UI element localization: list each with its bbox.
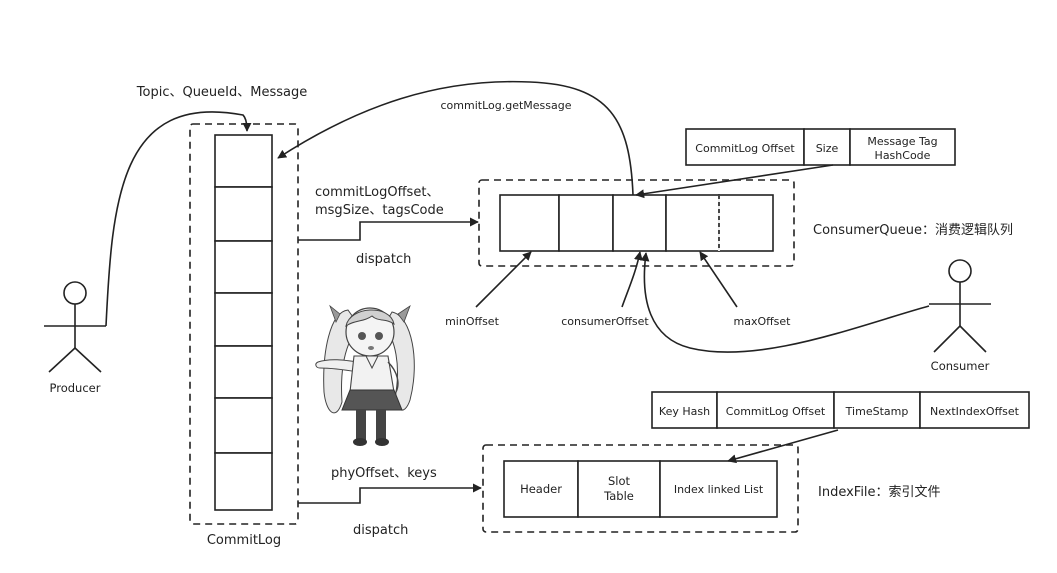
index-file-title: IndexFile：索引文件 (818, 485, 941, 500)
cq-dispatch-fields-line2: msgSize、tagsCode (315, 203, 444, 218)
get-message-label: commitLog.getMessage (441, 99, 572, 112)
index-file-section-label: Index linked List (674, 483, 764, 496)
get-message-arrow (277, 80, 634, 196)
producer-actor: Producer (44, 281, 106, 395)
consumer-offset-label: consumerOffset (561, 315, 649, 328)
index-entry-field-label: CommitLog Offset (726, 405, 826, 418)
cq-entry-field-label-line: Message Tag (867, 135, 937, 148)
cq-entry-to-slot-arrow (635, 164, 834, 199)
cq-slot (718, 194, 774, 252)
index-entry-field-label: Key Hash (659, 405, 710, 418)
index-file-header (503, 460, 579, 518)
index-file-linked-list (659, 460, 778, 518)
index-file: Header Slot Table Index linked List Inde… (482, 444, 941, 533)
max-offset-label: maxOffset (733, 315, 791, 328)
index-entry-next-index-offset (919, 391, 1030, 429)
index-entry-format: Key Hash CommitLog Offset TimeStamp Next… (651, 391, 1030, 429)
consumer-stick-figure-icon (929, 259, 991, 353)
index-entry-commitlog-offset (716, 391, 835, 429)
producer-label: Producer (50, 381, 101, 395)
cq-slot (665, 194, 720, 252)
index-entry-key-hash (651, 391, 718, 429)
commitlog-store: CommitLog (189, 123, 299, 548)
commitlog-cell (214, 292, 273, 347)
cq-dispatch-label: dispatch (356, 252, 411, 267)
cq-entry-field-label: Size (816, 142, 839, 155)
cq-dispatch-arrow (298, 217, 479, 241)
consumer-label: Consumer (931, 359, 990, 373)
index-entry-field-label: NextIndexOffset (930, 405, 1020, 418)
index-dispatch-arrow (298, 483, 482, 504)
commitlog-cell (214, 452, 273, 511)
producer-stick-figure-icon (44, 281, 106, 373)
commitlog-cell (214, 240, 273, 294)
cq-entry-field-label: CommitLog Offset (695, 142, 795, 155)
cq-entry-size (803, 128, 851, 166)
index-entry-field-label: TimeStamp (845, 405, 909, 418)
producer-message-label: Topic、QueueId、Message (136, 85, 307, 100)
consumer-queue-title: ConsumerQueue：消费逻辑队列 (813, 223, 1013, 238)
cq-entry-tag-hashcode (849, 128, 956, 166)
index-file-section-label-line: Slot (608, 474, 631, 488)
consumer-to-offset-arrow (640, 252, 930, 353)
commitlog-cell (214, 397, 273, 454)
max-offset-arrow (699, 251, 738, 308)
cq-entry-field-label-line: HashCode (875, 149, 931, 162)
consumer-offset-arrow (621, 251, 643, 308)
commitlog-dashed-border (189, 123, 299, 525)
min-offset-arrow (475, 251, 532, 308)
anime-girl-illustration (315, 304, 415, 446)
cq-slot (499, 194, 560, 252)
commitlog-cell (214, 186, 273, 242)
cq-slot (558, 194, 614, 252)
cq-dispatch-fields-line1: commitLogOffset、 (315, 185, 439, 200)
consumer-actor: Consumer (929, 259, 991, 373)
commitlog-cell (214, 345, 273, 399)
cq-slot (612, 194, 667, 252)
index-dispatch-fields-label: phyOffset、keys (331, 466, 437, 481)
min-offset-label: minOffset (445, 315, 499, 328)
index-entry-to-list-arrow (727, 429, 839, 464)
commitlog-cell (214, 134, 273, 188)
index-file-dashed-border (482, 444, 799, 533)
index-dispatch-label: dispatch (353, 523, 408, 538)
index-entry-timestamp (833, 391, 921, 429)
consumer-queue: ConsumerQueue：消费逻辑队列 (478, 179, 1013, 267)
producer-to-commitlog-arrow (105, 111, 252, 327)
index-file-section-label: Header (520, 482, 562, 496)
cq-entry-format: CommitLog Offset Size Message Tag HashCo… (685, 128, 956, 166)
commitlog-label: CommitLog (207, 533, 281, 548)
index-file-slot-table (577, 460, 661, 518)
index-file-section-label-line: Table (603, 489, 634, 503)
